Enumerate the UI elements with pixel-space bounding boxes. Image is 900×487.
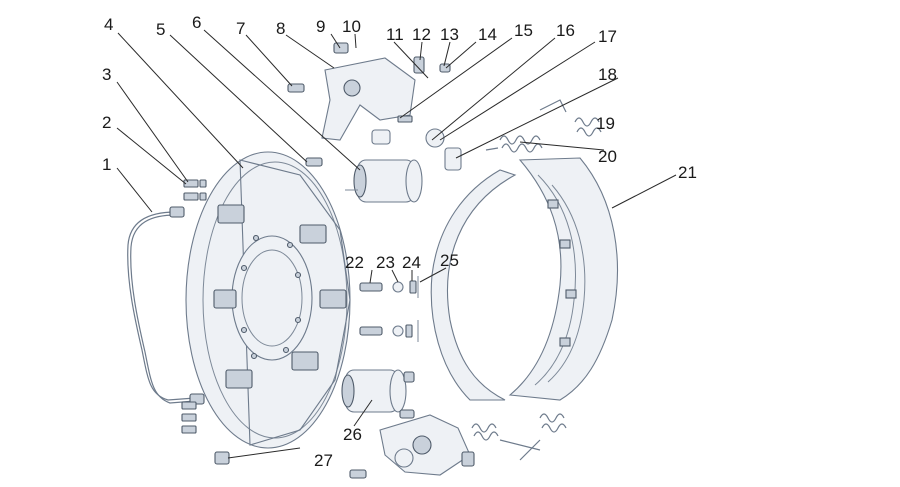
callout-10: 10 [342, 17, 361, 36]
callout-labels: 1 2 3 4 5 6 7 8 9 10 11 12 13 14 15 16 1… [102, 13, 697, 470]
brake-line [127, 206, 205, 405]
callout-16: 16 [556, 21, 575, 40]
callout-26: 26 [343, 425, 362, 444]
lower-adjuster-bracket [349, 414, 475, 479]
callout-8: 8 [276, 19, 285, 38]
brake-shoes [430, 157, 619, 401]
callout-3: 3 [102, 65, 111, 84]
callout-23: 23 [376, 253, 395, 272]
callout-5: 5 [156, 20, 165, 39]
lower-wheel-cylinder [341, 369, 415, 419]
upper-wheel-cylinder [305, 157, 423, 203]
callout-24: 24 [402, 253, 421, 272]
mounting-bolts [181, 179, 230, 465]
callout-1: 1 [102, 155, 111, 174]
pin-hardware [359, 276, 419, 342]
callout-9: 9 [316, 17, 325, 36]
callout-17: 17 [598, 27, 617, 46]
callout-6: 6 [192, 13, 201, 32]
leader-lines [116, 29, 677, 459]
callout-12: 12 [412, 25, 431, 44]
upper-adjuster-bracket [287, 42, 462, 171]
callout-15: 15 [514, 21, 533, 40]
callout-7: 7 [236, 19, 245, 38]
callout-20: 20 [598, 147, 617, 166]
callout-13: 13 [440, 25, 459, 44]
callout-19: 19 [596, 114, 615, 133]
callout-14: 14 [478, 25, 497, 44]
callout-27: 27 [314, 451, 333, 470]
return-springs [471, 99, 602, 461]
callout-2: 2 [102, 113, 111, 132]
callout-22: 22 [345, 253, 364, 272]
callout-21: 21 [678, 163, 697, 182]
callout-18: 18 [598, 65, 617, 84]
backing-plate [185, 151, 351, 449]
callout-25: 25 [440, 251, 459, 270]
callout-11: 11 [386, 25, 404, 44]
callout-4: 4 [104, 15, 113, 34]
